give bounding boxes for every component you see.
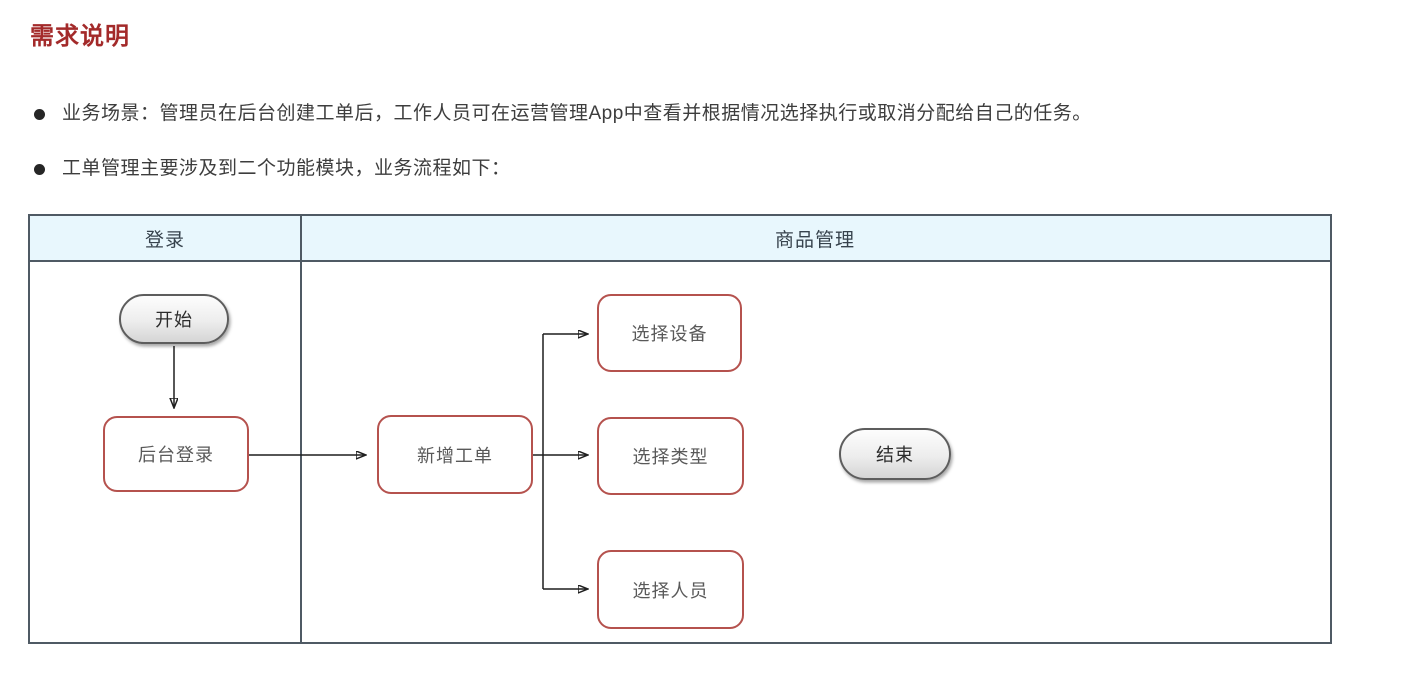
flow-node-select-type: 选择类型 [597,417,744,495]
bullet-dot-icon [34,109,45,120]
bullet-text: 工单管理主要涉及到二个功能模块，业务流程如下： [62,158,511,179]
flow-node-select-person: 选择人员 [597,550,744,629]
bullet-dot-icon [34,164,45,175]
lane-header-product-management: 商品管理 [774,229,855,251]
flowchart-swimlane-table: 登录 商品管理 开始 后台登录 新增工单 选择设备 选择类型 选择人员 结束 [28,214,1332,644]
bullet-text: 业务场景：管理员在后台创建工单后，工作人员可在运营管理App中查看并根据情况选择… [62,103,1092,124]
bullet-item-workorder-modules: 工单管理主要涉及到二个功能模块，业务流程如下： [34,155,511,183]
lane-header-row: 登录 商品管理 [30,216,1330,262]
lane-divider [300,216,302,642]
flow-node-new-workorder: 新增工单 [377,415,533,494]
flow-node-select-device: 选择设备 [597,294,742,372]
flow-node-backend-login: 后台登录 [103,416,249,492]
lane-header-login: 登录 [144,229,185,251]
page-title: 需求说明 [30,23,130,50]
bullet-item-business-scene: 业务场景：管理员在后台创建工单后，工作人员可在运营管理App中查看并根据情况选择… [34,100,1092,128]
flow-node-start: 开始 [119,294,229,344]
flow-node-end: 结束 [839,428,951,480]
